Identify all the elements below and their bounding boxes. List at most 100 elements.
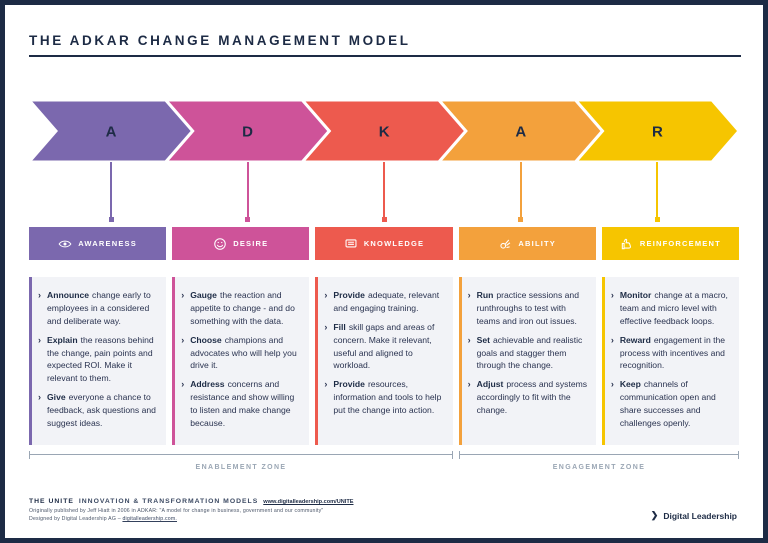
- brand-name: Digital Leadership: [663, 510, 737, 521]
- engagement-zone-bracket: ENGAGEMENT ZONE: [459, 451, 739, 471]
- connector-endpoint: [518, 217, 524, 222]
- bullet-lead: Announce: [47, 290, 90, 300]
- connector-awareness: [108, 162, 114, 222]
- stage-tag-row: AWARENESS DESIRE KNOWLEDGE ABILITY: [29, 227, 740, 260]
- stage-tag-label: REINFORCEMENT: [639, 239, 721, 248]
- bullet-body: change at a macro, team and micro level …: [619, 290, 728, 326]
- page-title: THE ADKAR CHANGE MANAGEMENT MODEL: [29, 33, 411, 48]
- bullet-marker: ›: [181, 334, 185, 345]
- bullet-marker: ›: [610, 334, 614, 345]
- bullet-lead: Fill: [333, 321, 346, 332]
- stage-letter: A: [106, 124, 117, 141]
- bullet-marker: ›: [467, 290, 471, 300]
- bullet-lead: Explain: [47, 334, 78, 345]
- thumbs-up-icon: [621, 238, 631, 249]
- credit-line-2: Designed by Digital Leadership AG – digi…: [29, 516, 354, 522]
- bullet-lead: Give: [47, 392, 66, 403]
- bullet-body: everyone a chance to feedback, ask quest…: [47, 392, 156, 429]
- stage-tag-ability: ABILITY: [458, 227, 596, 260]
- bullet-marker: ›: [467, 334, 471, 345]
- stage-tag-awareness: AWARENESS: [29, 227, 167, 260]
- bullet-marker: ›: [467, 379, 471, 390]
- stage-letter: R: [652, 124, 663, 141]
- chevron-logo-icon: ❯: [650, 510, 659, 520]
- ok-hand-icon: [500, 239, 511, 249]
- bullet-lead: Reward: [619, 334, 651, 345]
- zone-bracket-line: [459, 451, 739, 461]
- bullet-body: channels of communication open and share…: [619, 379, 716, 429]
- zone-bracket-line: [29, 451, 453, 461]
- bullet-marker: ›: [181, 290, 185, 300]
- bullet-marker: ›: [38, 290, 41, 300]
- bullet-marker: ›: [38, 334, 41, 345]
- stage-tag-knowledge: KNOWLEDGE: [315, 227, 453, 260]
- bullet-lead: Set: [476, 334, 490, 345]
- book-icon: [345, 238, 357, 247]
- eye-icon: [58, 240, 72, 247]
- bullet-marker: ›: [324, 290, 328, 300]
- bullet-body: adequate, relevant and engaging training…: [333, 290, 440, 313]
- bullet-body: the reasons behind the change, pain poin…: [47, 334, 154, 384]
- bullet-lead: Monitor: [619, 290, 652, 300]
- bullet-body: resources, information and tools to help…: [333, 379, 442, 416]
- connector-reinforcement: [654, 162, 660, 222]
- connector-desire: [245, 162, 251, 222]
- bullet-marker: ›: [324, 379, 328, 390]
- connector-knowledge: [381, 162, 387, 222]
- enablement-zone-label: ENABLEMENT ZONE: [195, 464, 287, 471]
- bullet-body: concerns and resistance and show willing…: [190, 379, 295, 429]
- bullet-body: achievable and realistic goals and stagg…: [476, 334, 583, 371]
- bullet-marker: ›: [324, 321, 328, 332]
- stage-tag-label: AWARENESS: [78, 239, 137, 248]
- connector-endpoint: [381, 217, 387, 222]
- unite-link[interactable]: www.digitalleadership.com/UNITE: [263, 499, 354, 505]
- stage-tag-label: DESIRE: [233, 239, 269, 248]
- bullet-body: champions and advocates who will help yo…: [190, 334, 297, 371]
- digital-leadership-brand: ❯ Digital Leadership: [651, 510, 737, 521]
- poster-canvas: THE ADKAR CHANGE MANAGEMENT MODEL A D K …: [5, 5, 763, 538]
- bullet-lead: Choose: [190, 334, 222, 345]
- stage-letter: A: [515, 124, 526, 141]
- chevron-awareness: [29, 100, 195, 162]
- connector-endpoint: [654, 217, 660, 222]
- smiley-icon: [214, 237, 227, 250]
- bullet-marker: ›: [610, 290, 614, 300]
- stage-tag-label: ABILITY: [518, 239, 556, 248]
- bullet-lead: Provide: [333, 379, 365, 390]
- connector-endpoint: [245, 217, 251, 222]
- digitalleadership-link[interactable]: digitalleadership.com.: [122, 516, 178, 522]
- bullet-marker: ›: [610, 379, 614, 390]
- bullet-lead: Gauge: [190, 290, 217, 300]
- connector-endpoint: [108, 217, 114, 222]
- bullet-lead: Provide: [333, 290, 365, 300]
- bullet-body: practice sessions and runthroughs to tes…: [476, 290, 579, 326]
- bullet-lead: Adjust: [476, 379, 504, 390]
- bullet-lead: Keep: [619, 379, 641, 390]
- bullet-body: change early to employees in a considere…: [47, 290, 151, 326]
